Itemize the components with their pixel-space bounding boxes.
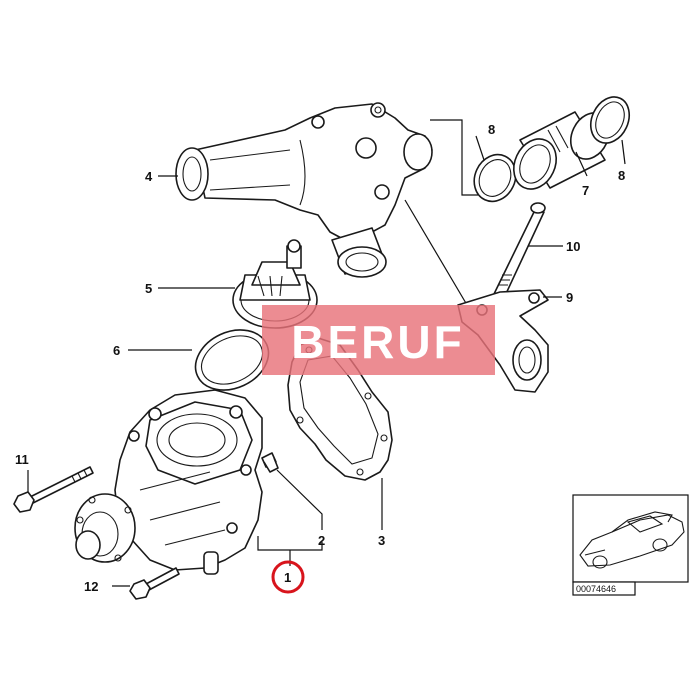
callout-10: 10 [566, 239, 580, 254]
callout-4: 4 [145, 169, 153, 184]
callout-7: 7 [582, 183, 589, 198]
callout-6: 6 [113, 343, 120, 358]
watermark: BERUF [262, 305, 495, 375]
o-ring-large [194, 329, 270, 391]
pump-pulley [74, 493, 136, 563]
callout-12: 12 [84, 579, 98, 594]
water-pump [114, 389, 263, 575]
dowel-pin [261, 452, 279, 473]
thermostat-housing [175, 102, 433, 278]
vehicle-thumbnail: 00074646 [572, 494, 689, 596]
watermark-banner [262, 305, 495, 375]
callout-8-right: 8 [618, 168, 625, 183]
callout-2: 2 [318, 533, 325, 548]
hose-bracket-line [430, 119, 478, 196]
o-ring-right [589, 96, 631, 144]
callouts: 4 5 6 8 7 8 10 9 11 12 2 3 1 [15, 122, 625, 594]
bracket-guide-line [404, 199, 471, 311]
watermark-text: BERUF [291, 316, 464, 368]
o-ring-left [473, 153, 517, 203]
callout-11: 11 [15, 452, 29, 467]
callout-8-left: 8 [488, 122, 495, 137]
bolt-12 [129, 567, 180, 600]
bolt-11 [13, 466, 94, 513]
car-silhouette-icon [579, 511, 685, 569]
diagram-reference-code: 00074646 [576, 584, 616, 594]
callout-1-highlight [271, 560, 305, 594]
leader-lines [27, 135, 626, 587]
callout-3: 3 [378, 533, 385, 548]
callout-9: 9 [566, 290, 573, 305]
long-bolt [493, 202, 546, 299]
callout-1: 1 [284, 570, 291, 585]
callout-5: 5 [145, 281, 152, 296]
